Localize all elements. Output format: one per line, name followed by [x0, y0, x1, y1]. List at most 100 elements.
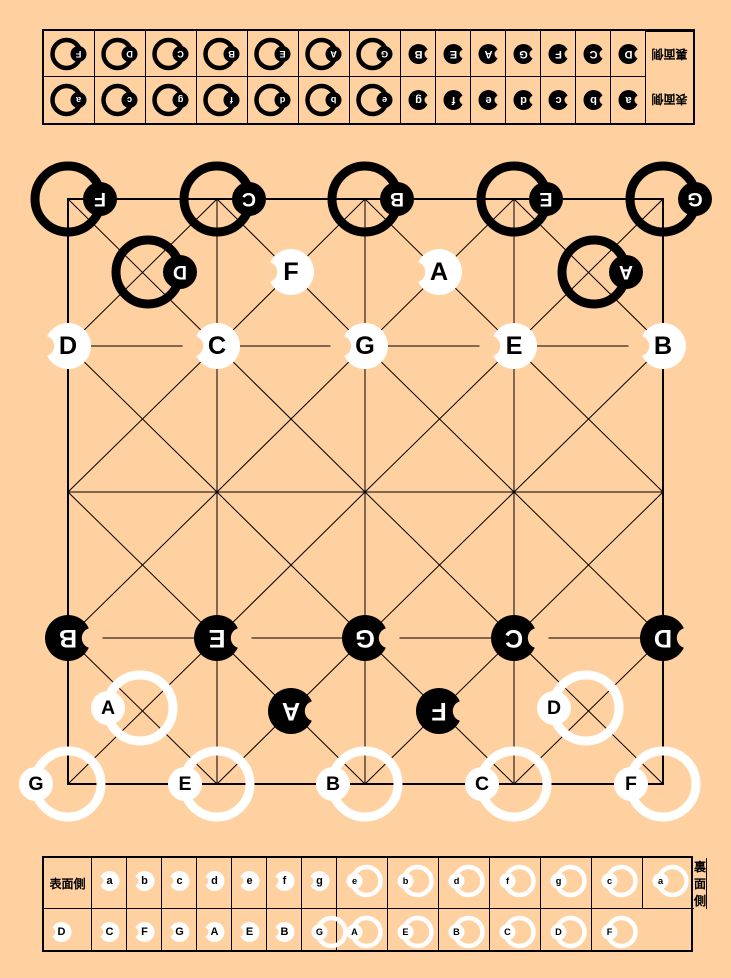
captured-black-piece[interactable]: f — [443, 90, 469, 110]
captured-black-piece[interactable]: b — [583, 90, 609, 110]
captured-black-ring[interactable]: B — [203, 37, 240, 71]
captured-white-piece[interactable]: d — [199, 871, 225, 891]
captured-black-ring-disc — [274, 92, 291, 108]
black-piece[interactable]: C — [491, 615, 549, 661]
black-piece[interactable]: A — [268, 688, 326, 734]
captured-black-ring[interactable]: g — [152, 83, 189, 117]
captured-white-piece-label: D — [58, 926, 66, 938]
captured-black-ring[interactable]: f — [203, 83, 240, 117]
captured-black-ring[interactable]: F — [50, 37, 87, 71]
black-ring-piece[interactable]: A — [557, 235, 643, 309]
captured-white-ring-disc — [652, 873, 669, 889]
captured-white-ring[interactable]: e — [346, 864, 383, 898]
captured-black-piece[interactable]: a — [618, 90, 644, 110]
captured-white-piece[interactable]: b — [129, 871, 155, 891]
tray-cell: b — [576, 77, 611, 123]
captured-white-piece[interactable]: A — [199, 922, 225, 942]
captured-white-ring[interactable]: C — [499, 915, 536, 949]
black-piece[interactable]: G — [342, 615, 400, 661]
captured-black-ring[interactable]: e — [356, 83, 393, 117]
white-piece[interactable]: B — [628, 323, 687, 369]
black-piece[interactable]: F — [416, 688, 474, 734]
captured-black-piece[interactable]: g — [408, 90, 434, 110]
board-grid — [67, 198, 664, 785]
captured-white-ring[interactable]: B — [448, 915, 485, 949]
captured-black-ring[interactable]: a — [50, 83, 87, 117]
captured-white-ring[interactable]: d — [448, 864, 485, 898]
captured-white-ring[interactable]: E — [397, 915, 434, 949]
captured-white-piece[interactable]: B — [269, 922, 295, 942]
captured-black-piece[interactable]: B — [408, 44, 434, 64]
captured-white-piece[interactable]: a — [94, 871, 120, 891]
white-piece[interactable]: A — [404, 249, 463, 295]
captured-black-ring[interactable]: D — [101, 37, 138, 71]
white-ring-piece-disc — [614, 767, 648, 801]
captured-white-piece[interactable]: g — [304, 871, 330, 891]
captured-white-piece[interactable]: F — [129, 922, 155, 942]
captured-white-piece-label: e — [246, 875, 252, 887]
captured-black-piece[interactable]: C — [583, 44, 609, 64]
captured-white-piece[interactable]: C — [94, 922, 120, 942]
black-ring-piece[interactable]: C — [179, 161, 266, 237]
captured-black-ring-label: a — [75, 95, 81, 105]
tray-cell: e — [350, 77, 401, 123]
captured-black-piece[interactable]: G — [513, 44, 539, 64]
captured-white-piece[interactable]: G — [164, 922, 190, 942]
captured-white-ring[interactable]: G — [311, 915, 348, 949]
white-ring-piece[interactable]: D — [537, 670, 624, 746]
captured-white-piece[interactable]: e — [234, 871, 260, 891]
captured-black-piece[interactable]: A — [478, 44, 504, 64]
black-ring-piece-label: A — [619, 261, 633, 283]
captured-black-piece[interactable]: E — [443, 44, 469, 64]
white-piece[interactable]: D — [33, 323, 92, 369]
captured-black-ring[interactable]: A — [305, 37, 342, 71]
captured-white-ring[interactable]: g — [550, 864, 587, 898]
black-ring-piece[interactable]: D — [111, 235, 197, 309]
black-piece-notch — [230, 627, 252, 649]
captured-black-piece[interactable]: e — [478, 90, 504, 110]
captured-black-piece[interactable]: F — [548, 44, 574, 64]
black-piece[interactable]: D — [640, 615, 698, 661]
white-ring-piece[interactable]: A — [91, 670, 178, 746]
captured-white-piece[interactable]: f — [269, 871, 295, 891]
captured-white-piece[interactable]: E — [234, 922, 260, 942]
white-piece[interactable]: G — [330, 323, 389, 369]
captured-black-piece[interactable]: d — [513, 90, 539, 110]
white-piece[interactable]: F — [256, 249, 315, 295]
captured-white-ring[interactable]: c — [601, 864, 638, 898]
captured-white-piece[interactable]: c — [164, 871, 190, 891]
captured-white-piece[interactable]: D — [46, 922, 72, 942]
black-ring-piece[interactable]: B — [327, 161, 414, 237]
tray-cell: b — [388, 858, 439, 909]
captured-black-piece[interactable]: c — [548, 90, 574, 110]
captured-black-ring[interactable]: E — [254, 37, 291, 71]
tray-cell: f — [267, 858, 302, 909]
black-ring-piece[interactable]: F — [30, 161, 117, 237]
white-ring-piece[interactable]: C — [465, 746, 552, 822]
captured-black-ring[interactable]: G — [356, 37, 393, 71]
captured-white-ring[interactable]: F — [601, 915, 638, 949]
captured-white-ring-disc — [499, 924, 516, 940]
captured-white-ring[interactable]: b — [397, 864, 434, 898]
white-piece[interactable]: C — [182, 323, 241, 369]
captured-white-ring-label: b — [403, 876, 409, 886]
captured-white-ring[interactable]: D — [550, 915, 587, 949]
captured-white-piece-label: f — [283, 875, 287, 887]
black-ring-piece[interactable]: E — [476, 161, 563, 237]
black-piece[interactable]: B — [45, 615, 103, 661]
black-ring-piece[interactable]: G — [625, 161, 712, 237]
captured-black-ring[interactable]: C — [152, 37, 189, 71]
captured-black-ring[interactable]: c — [101, 83, 138, 117]
black-piece[interactable]: E — [194, 615, 252, 661]
captured-white-ring[interactable]: f — [499, 864, 536, 898]
captured-white-ring[interactable]: a — [652, 864, 689, 898]
captured-black-ring[interactable]: b — [305, 83, 342, 117]
captured-black-ring[interactable]: d — [254, 83, 291, 117]
captured-black-piece[interactable]: D — [618, 44, 644, 64]
white-piece[interactable]: E — [479, 323, 538, 369]
white-ring-piece[interactable]: G — [19, 746, 106, 822]
white-ring-piece[interactable]: F — [614, 746, 701, 822]
white-ring-piece[interactable]: E — [168, 746, 255, 822]
white-ring-piece[interactable]: B — [316, 746, 403, 822]
captured-white-ring[interactable]: A — [346, 915, 383, 949]
